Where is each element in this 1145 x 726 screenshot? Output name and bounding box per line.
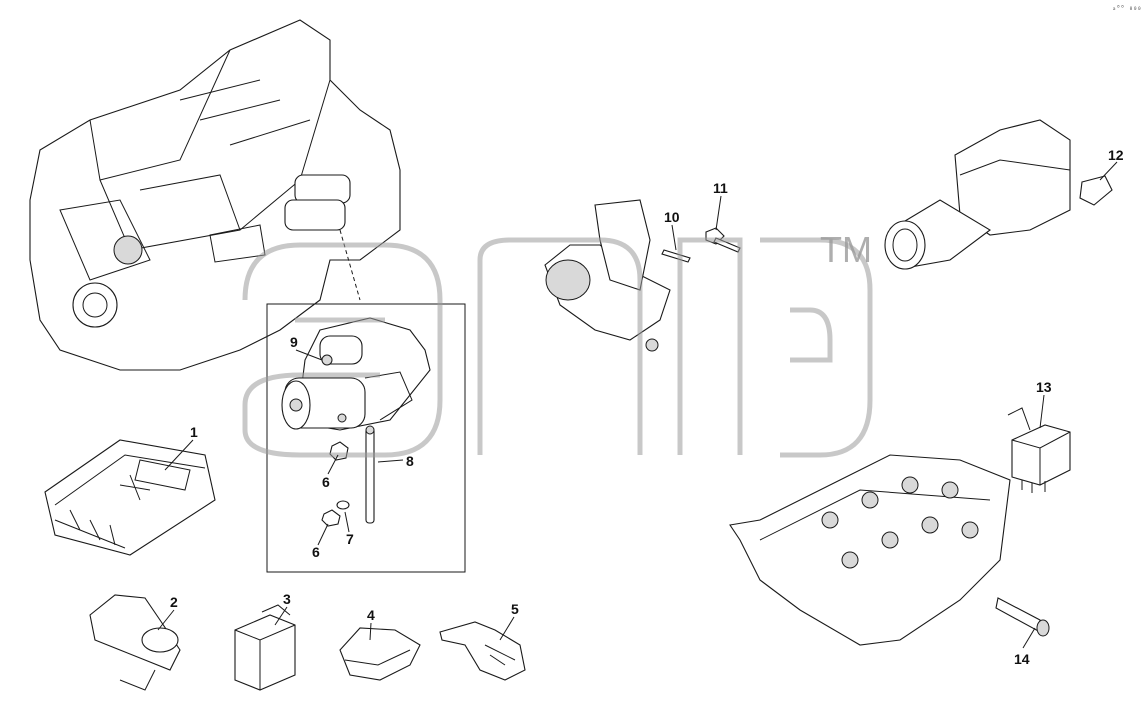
watermark-logo: TM bbox=[242, 229, 873, 458]
part-5-sensor bbox=[439, 621, 526, 681]
watermark-tm: TM bbox=[820, 229, 872, 270]
callout-5: 5 bbox=[511, 601, 519, 617]
callout-7: 7 bbox=[346, 531, 354, 547]
corner-mark: ₐ⁰⁰ ₀₀₀ bbox=[1112, 4, 1142, 12]
callout-3: 3 bbox=[283, 591, 291, 607]
ecu-module bbox=[44, 439, 216, 556]
thermostat-housing bbox=[884, 119, 1113, 270]
detail-frame bbox=[266, 303, 466, 573]
callout-14: 14 bbox=[1014, 651, 1030, 667]
cylinder-head bbox=[729, 454, 1050, 646]
callout-6-lower: 6 bbox=[312, 544, 320, 560]
callout-4: 4 bbox=[367, 607, 375, 623]
callout-6-upper: 6 bbox=[322, 474, 330, 490]
engine-assembly bbox=[29, 19, 401, 371]
callout-1: 1 bbox=[190, 424, 198, 440]
callout-2: 2 bbox=[170, 594, 178, 610]
callout-10: 10 bbox=[664, 209, 680, 225]
part-3-relay bbox=[234, 604, 296, 691]
part-4-sensor bbox=[339, 627, 421, 681]
callout-12: 12 bbox=[1108, 147, 1124, 163]
callout-13: 13 bbox=[1036, 379, 1052, 395]
relay-13 bbox=[1007, 407, 1071, 493]
callout-8: 8 bbox=[406, 453, 414, 469]
cable-8 bbox=[365, 425, 375, 524]
callout-9: 9 bbox=[290, 334, 298, 350]
leader-lines bbox=[157, 161, 1118, 649]
part-2-sensor bbox=[89, 594, 181, 691]
nut-6-lower bbox=[321, 509, 341, 527]
callout-11: 11 bbox=[713, 180, 728, 196]
washer-7 bbox=[336, 500, 350, 510]
